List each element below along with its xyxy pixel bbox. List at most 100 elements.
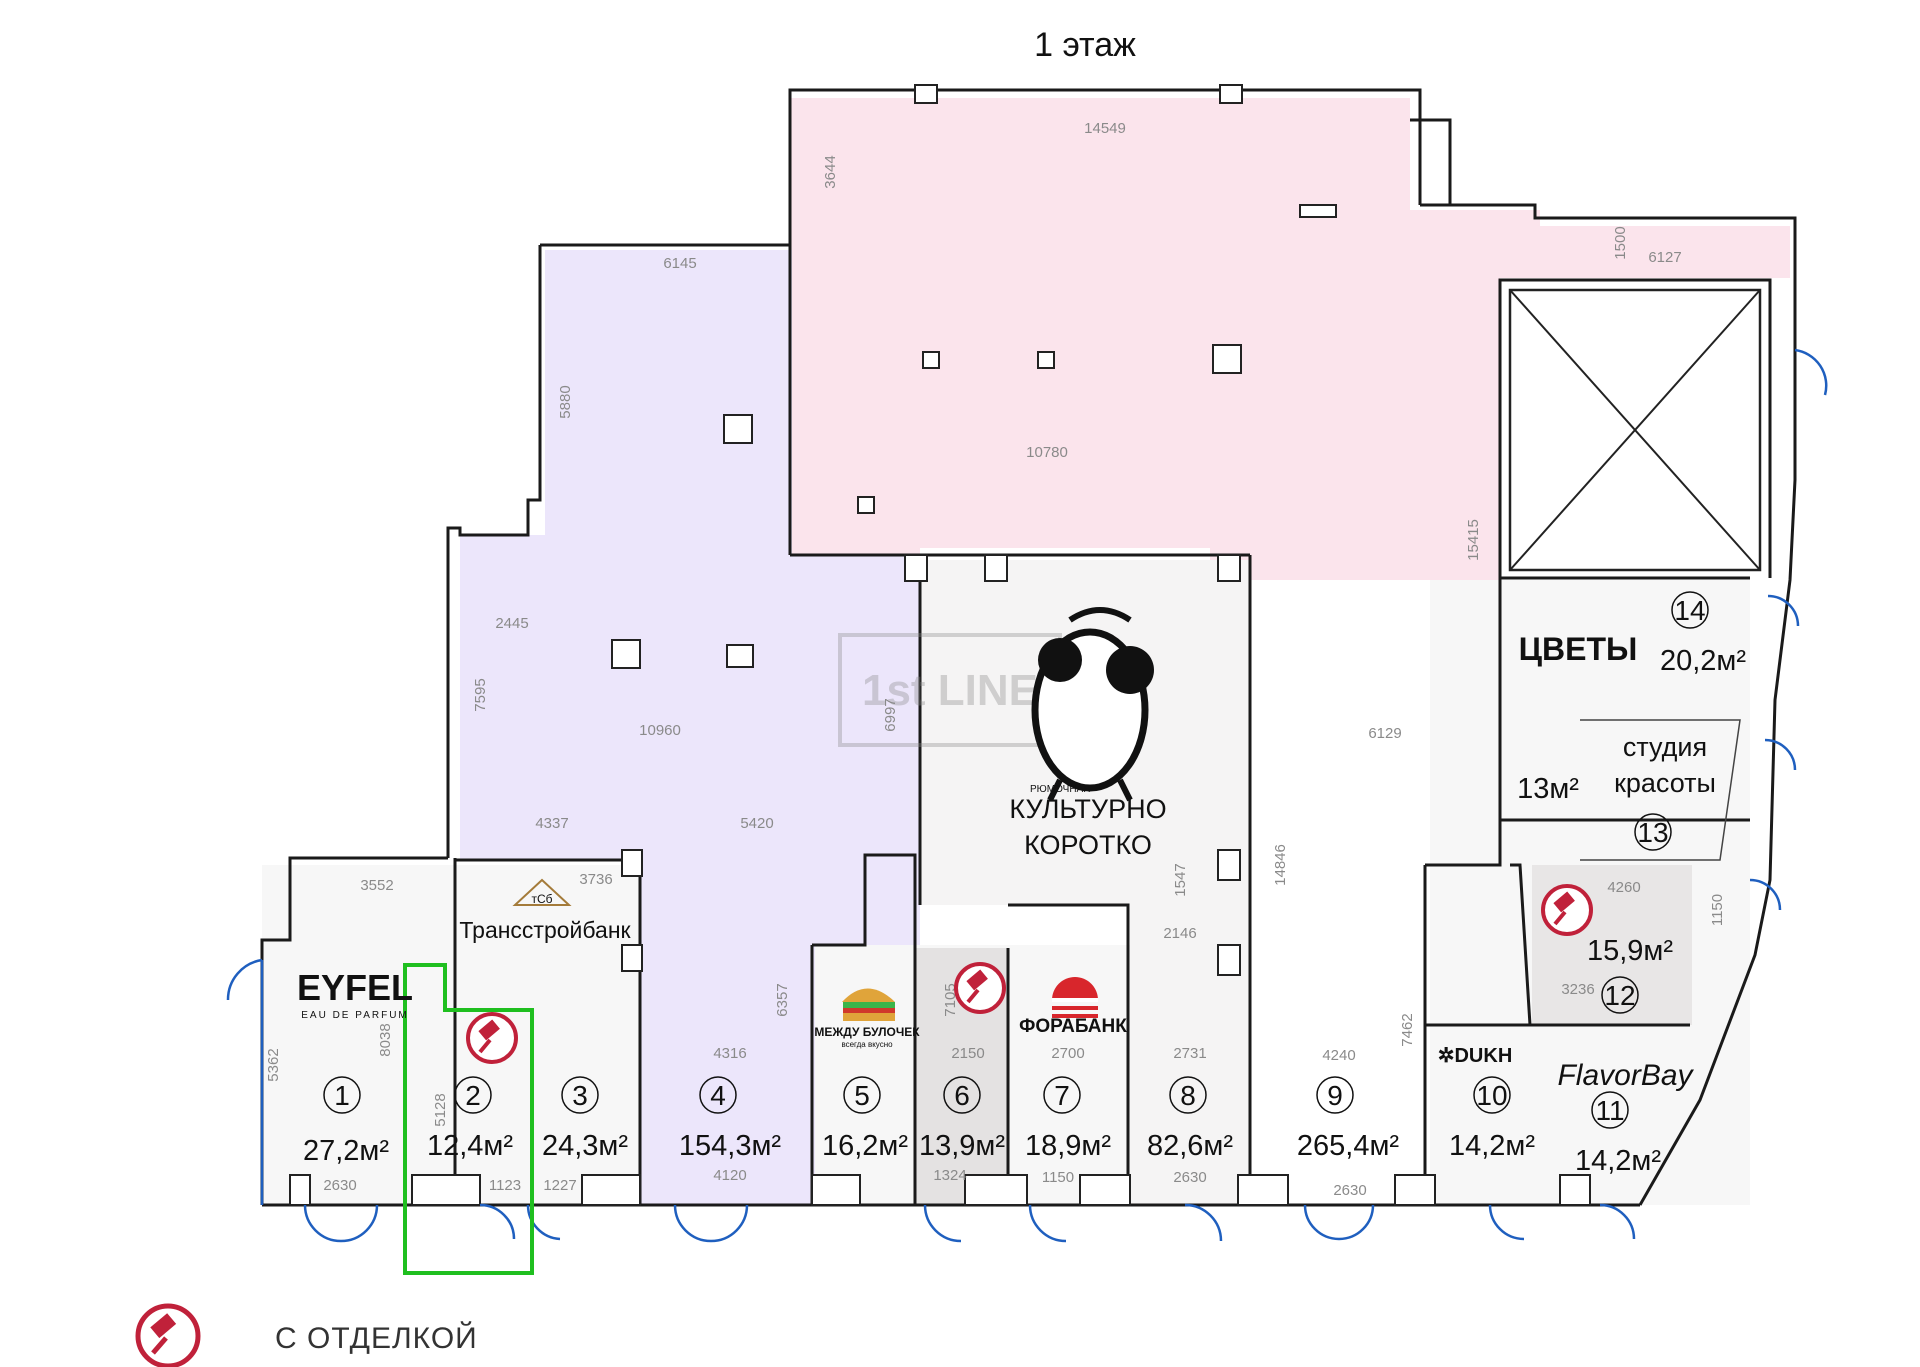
legend: С ОТДЕЛКОЙ	[135, 1303, 478, 1367]
unit-11[interactable]: 11 14,2м²	[1575, 1091, 1661, 1177]
unit-area: 82,6м²	[1147, 1130, 1233, 1162]
dim-label: 6357	[774, 983, 791, 1016]
dim-label: 14846	[1272, 844, 1289, 886]
unit-number: 6	[954, 1080, 970, 1111]
unit-8[interactable]: 8 82,6м²	[1147, 1076, 1233, 1162]
unit-number: 12	[1604, 980, 1635, 1011]
floor-title: 1 этаж	[1034, 26, 1136, 64]
dim-label: 6127	[1648, 249, 1681, 266]
dim-label: 4120	[713, 1167, 746, 1184]
sandwich-icon	[842, 988, 895, 1021]
dim-label: 10960	[639, 722, 681, 739]
watermark: 1st LINE	[838, 633, 1062, 747]
dim-label: 1150	[1709, 894, 1726, 926]
dim-label: 1324	[933, 1167, 966, 1184]
unit-1[interactable]: 1 27,2м²	[303, 1076, 389, 1167]
unit-5[interactable]: 5 16,2м²	[822, 1076, 908, 1162]
brand-eyfel-sub: EAU DE PARFUM	[301, 1010, 409, 1021]
dim-label: 7462	[1399, 1013, 1416, 1046]
unit-number: 7	[1054, 1080, 1070, 1111]
dim-label: 4260	[1607, 879, 1640, 896]
unit-area: 13,9м²	[919, 1130, 1005, 1162]
unit-10[interactable]: 10 14,2м²	[1449, 1076, 1535, 1162]
unit-area: 16,2м²	[822, 1130, 908, 1162]
brand-sandwich-sub: всегда вкусно	[841, 1040, 893, 1049]
brand-kult-small: РЮМОЧНАЯ	[1030, 784, 1090, 795]
brand-flowers: ЦВЕТЫ	[1519, 631, 1638, 667]
tsb-logo-icon: тСб	[512, 878, 572, 906]
unit-14[interactable]: 14 20,2м²	[1660, 591, 1746, 677]
selected-unit-outline[interactable]	[403, 963, 534, 1275]
dim-label: 2150	[951, 1045, 984, 1062]
brand-labels: EYFEL EAU DE PARFUM тСб Трансстройбанк М…	[297, 631, 1716, 1092]
zone-units-1-3	[262, 865, 640, 1205]
unit-area: 24,3м²	[542, 1130, 628, 1162]
unit-area: 20,2м²	[1660, 645, 1746, 677]
unit-area: 15,9м²	[1587, 935, 1673, 967]
unit-area: 12,4м²	[427, 1130, 513, 1162]
unit-number: 9	[1327, 1080, 1343, 1111]
brand-flavor: FlavorBay	[1557, 1059, 1694, 1092]
dim-label: 5420	[740, 815, 773, 832]
paint-roller-icon	[954, 962, 1006, 1014]
unit-2[interactable]: 2 12,4м²	[427, 1076, 513, 1162]
columns	[289, 84, 1591, 1206]
legend-label: С ОТДЕЛКОЙ	[275, 1321, 478, 1355]
zone-unit-8	[920, 560, 1250, 1205]
unit-number: 1	[334, 1080, 350, 1111]
brand-dukh: ✲DUKH	[1438, 1045, 1513, 1067]
forabank-logo-icon	[1052, 977, 1098, 1018]
unit-number: 4	[710, 1080, 726, 1111]
dim-label: 1150	[1042, 1169, 1074, 1186]
dim-label: 10780	[1026, 444, 1068, 461]
dimension-labels: 14549 3644 6 1 4 5 5880 1500 6127 10780 154…	[265, 120, 1726, 1199]
dim-label: 5880	[557, 385, 574, 418]
dim-label: 2630	[1173, 1169, 1206, 1186]
dim-label: 2700	[1051, 1045, 1084, 1062]
zone-unit-4	[460, 250, 920, 1205]
unit-4[interactable]: 4 154,3м²	[679, 1076, 782, 1162]
unit-7[interactable]: 7 18,9м²	[1025, 1076, 1111, 1162]
dim-label: 3736	[579, 871, 612, 888]
alarm-clock-icon	[1031, 607, 1154, 802]
finish-badges	[466, 884, 1593, 1064]
dim-label: 5128	[432, 1093, 449, 1126]
unit-12[interactable]: 12 15,9м²	[1587, 935, 1673, 1014]
dim-label: 3644	[822, 155, 839, 188]
dim-label: 2146	[1163, 925, 1196, 942]
unit-9[interactable]: 9 265,4м²	[1297, 1076, 1400, 1162]
dim-label: 1547	[1172, 863, 1189, 896]
unit-number: 3	[572, 1080, 588, 1111]
unit-number: 2	[465, 1080, 481, 1111]
paint-roller-icon	[466, 1012, 518, 1064]
brand-sandwich: МЕЖДУ БУЛОЧЕК	[814, 1025, 920, 1039]
brand-fora: ФОРАБАНК	[1019, 1016, 1127, 1037]
dim-label: 1123	[489, 1177, 521, 1194]
unit-number: 10	[1476, 1080, 1507, 1111]
dim-label: 1500	[1612, 226, 1629, 259]
unit-6[interactable]: 6 13,9м²	[919, 1076, 1005, 1162]
brand-studio-1: студия	[1623, 732, 1707, 762]
dim-label: 2630	[323, 1177, 356, 1194]
brand-kult-2: КОРОТКО	[1024, 830, 1152, 860]
unit-area: 18,9м²	[1025, 1130, 1111, 1162]
watermark-text: 1st LINE	[862, 666, 1038, 715]
unit-number: 5	[854, 1080, 870, 1111]
unit-area: 265,4м²	[1297, 1130, 1400, 1162]
unit-area: 14,2м²	[1449, 1130, 1535, 1162]
unit-number: 11	[1595, 1095, 1624, 1126]
brand-tsb: Трансстройбанк	[459, 917, 631, 943]
unit-3[interactable]: 3 24,3м²	[542, 1076, 628, 1162]
brand-eyfel: EYFEL	[297, 967, 413, 1008]
dim-label: 14549	[1084, 120, 1126, 137]
unit-labels: 1 27,2м² 2 12,4м² 3 24,3м² 4 154,3м² 5 1…	[303, 591, 1746, 1177]
unit-area: 13м²	[1517, 773, 1579, 805]
dim-label: 2731	[1173, 1045, 1206, 1062]
dim-label: 1227	[543, 1177, 576, 1194]
unit-area: 14,2м²	[1575, 1145, 1661, 1177]
unit-number: 8	[1180, 1080, 1196, 1111]
unit-area: 27,2м²	[303, 1135, 389, 1167]
dim-label: 2630	[1333, 1182, 1366, 1199]
unit-13[interactable]: 13 13м²	[1517, 773, 1672, 851]
doors	[226, 348, 1828, 1243]
